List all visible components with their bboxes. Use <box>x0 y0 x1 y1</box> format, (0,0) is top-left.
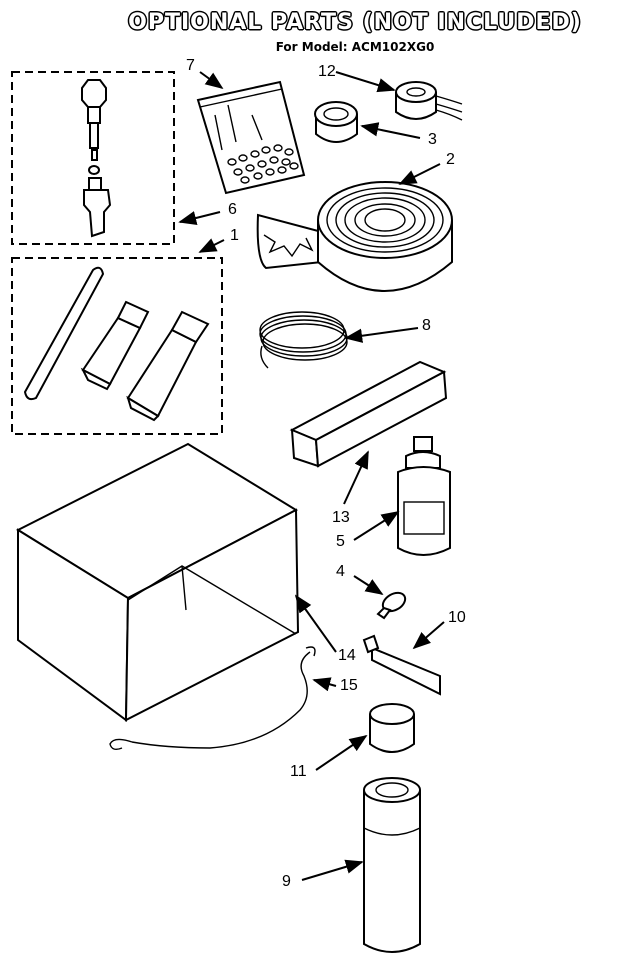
callout-10: 10 <box>448 609 466 626</box>
rod-drawing <box>23 266 105 401</box>
fitting-kit-group <box>11 71 175 245</box>
bottle-drawing <box>397 436 451 556</box>
cover-drawing <box>15 442 300 722</box>
callout-7: 7 <box>186 57 195 74</box>
callout-6: 6 <box>228 201 237 218</box>
callout-12: 12 <box>318 63 336 80</box>
spray-can-drawing <box>363 777 421 953</box>
callout-11: 11 <box>290 763 307 780</box>
callout-1: 1 <box>230 227 239 244</box>
tube-10-drawing <box>362 634 441 696</box>
fitting-assembly-drawing <box>81 79 112 238</box>
wire-coil-drawing <box>259 311 348 369</box>
callout-15: 15 <box>340 677 358 694</box>
tape-roll-drawing <box>395 81 463 121</box>
plug-drawing <box>376 591 407 620</box>
callout-9: 9 <box>282 873 291 890</box>
screw-bag-drawing <box>196 80 306 195</box>
foam-tape-drawing <box>314 101 358 143</box>
callout-14: 14 <box>338 647 356 664</box>
model-subtitle: For Model: ACM102XG0 <box>275 40 435 54</box>
callout-13: 13 <box>332 509 350 526</box>
callout-5: 5 <box>336 533 345 550</box>
tube-large-drawing <box>126 310 210 422</box>
cap-drawing <box>369 703 415 753</box>
callout-8: 8 <box>422 317 431 334</box>
sealant-kit-dashed-box <box>11 257 223 435</box>
sealant-kit-group <box>11 257 223 435</box>
tube-small-drawing <box>80 300 150 391</box>
insulation-roll-drawing <box>256 181 453 292</box>
foam-block-drawing <box>289 360 448 468</box>
callout-2: 2 <box>446 151 455 168</box>
cord-drawing <box>109 646 316 751</box>
callout-4: 4 <box>336 563 345 580</box>
page-title: OPTIONAL PARTS (NOT INCLUDED) <box>128 10 582 35</box>
fitting-kit-dashed-box <box>11 71 175 245</box>
callout-3: 3 <box>428 131 437 148</box>
leader-lines <box>178 71 445 881</box>
